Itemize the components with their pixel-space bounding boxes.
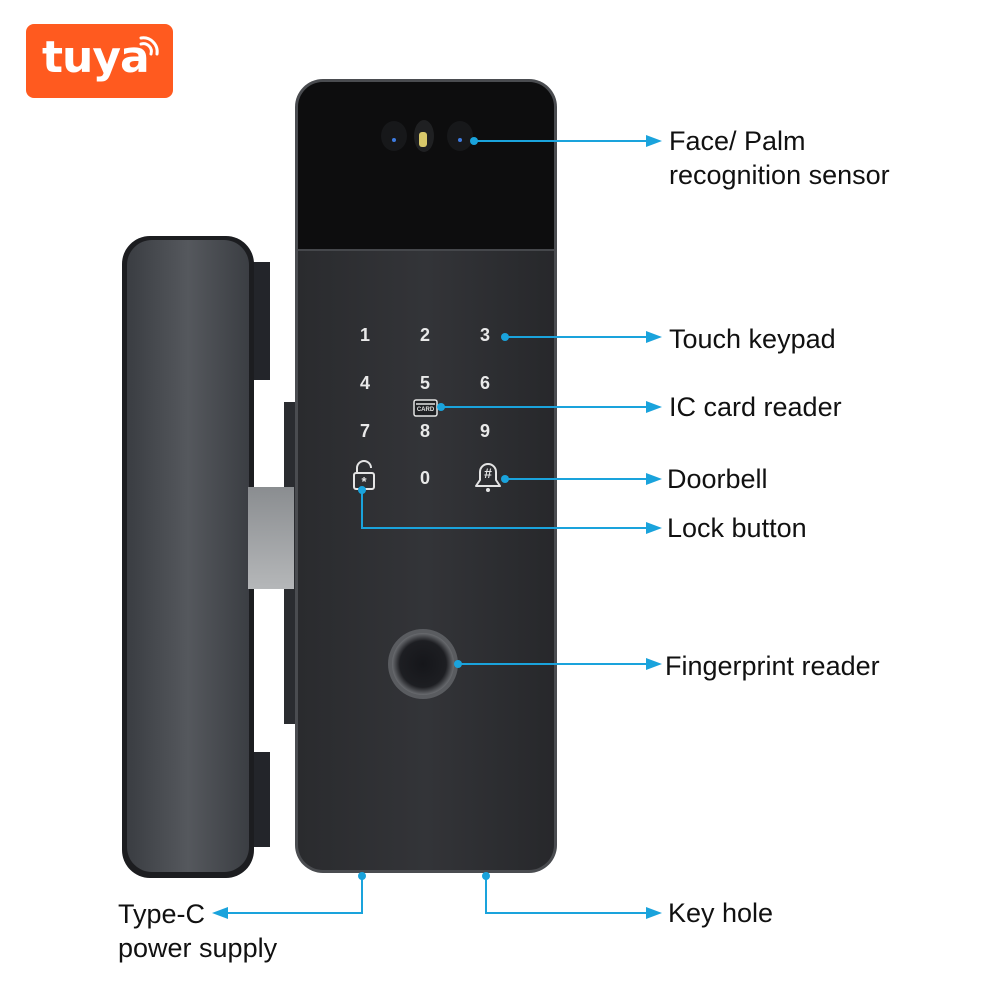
key-0: 0 bbox=[419, 468, 430, 488]
key-6: 6 bbox=[479, 373, 490, 393]
label-line: Key hole bbox=[668, 898, 774, 928]
key-8: 8 bbox=[419, 421, 430, 441]
label-line: Type-C bbox=[118, 899, 206, 929]
sensor-glass bbox=[298, 82, 554, 250]
wifi-icon bbox=[139, 36, 159, 56]
camera-sensors bbox=[381, 120, 473, 152]
lock-symbol: * bbox=[361, 474, 367, 489]
key-9: 9 bbox=[479, 421, 490, 441]
key-5: 5 bbox=[419, 373, 430, 393]
bell-symbol: # bbox=[484, 465, 492, 481]
label-lock-button: Lock button bbox=[667, 511, 807, 545]
label-line: Doorbell bbox=[667, 464, 768, 494]
label-key-hole: Key hole bbox=[668, 896, 773, 930]
label-line: IC card reader bbox=[669, 392, 842, 422]
logo-text: tuya bbox=[42, 32, 150, 83]
label-ic-card: IC card reader bbox=[669, 390, 842, 424]
key-2: 2 bbox=[419, 325, 430, 345]
label-doorbell: Doorbell bbox=[667, 462, 768, 496]
card-label: CARD bbox=[416, 407, 435, 413]
key-4: 4 bbox=[359, 373, 370, 393]
card-icon bbox=[413, 399, 438, 417]
label-line: power supply bbox=[118, 933, 278, 963]
main-panel bbox=[295, 79, 557, 873]
side-unit bbox=[122, 236, 270, 878]
label-line: recognition sensor bbox=[669, 160, 890, 190]
label-touch-keypad: Touch keypad bbox=[669, 322, 836, 356]
callout-lines bbox=[224, 140, 650, 914]
label-line: Touch keypad bbox=[669, 324, 836, 354]
bell-icon bbox=[475, 463, 501, 492]
label-line: Fingerprint reader bbox=[665, 651, 880, 681]
connector-bar bbox=[248, 402, 298, 724]
key-3: 3 bbox=[479, 325, 490, 345]
label-line: Lock button bbox=[667, 513, 807, 543]
label-line: Face/ Palm bbox=[669, 126, 806, 156]
label-type-c: Type-C power supply bbox=[118, 897, 277, 965]
callout-arrowheads bbox=[212, 135, 662, 919]
tuya-logo: tuya bbox=[26, 24, 173, 98]
callout-dots bbox=[358, 137, 509, 880]
label-face-palm: Face/ Palm recognition sensor bbox=[669, 124, 890, 192]
key-1: 1 bbox=[359, 325, 370, 345]
key-7: 7 bbox=[359, 421, 370, 441]
fingerprint-sensor bbox=[388, 629, 458, 699]
label-fingerprint: Fingerprint reader bbox=[665, 649, 880, 683]
